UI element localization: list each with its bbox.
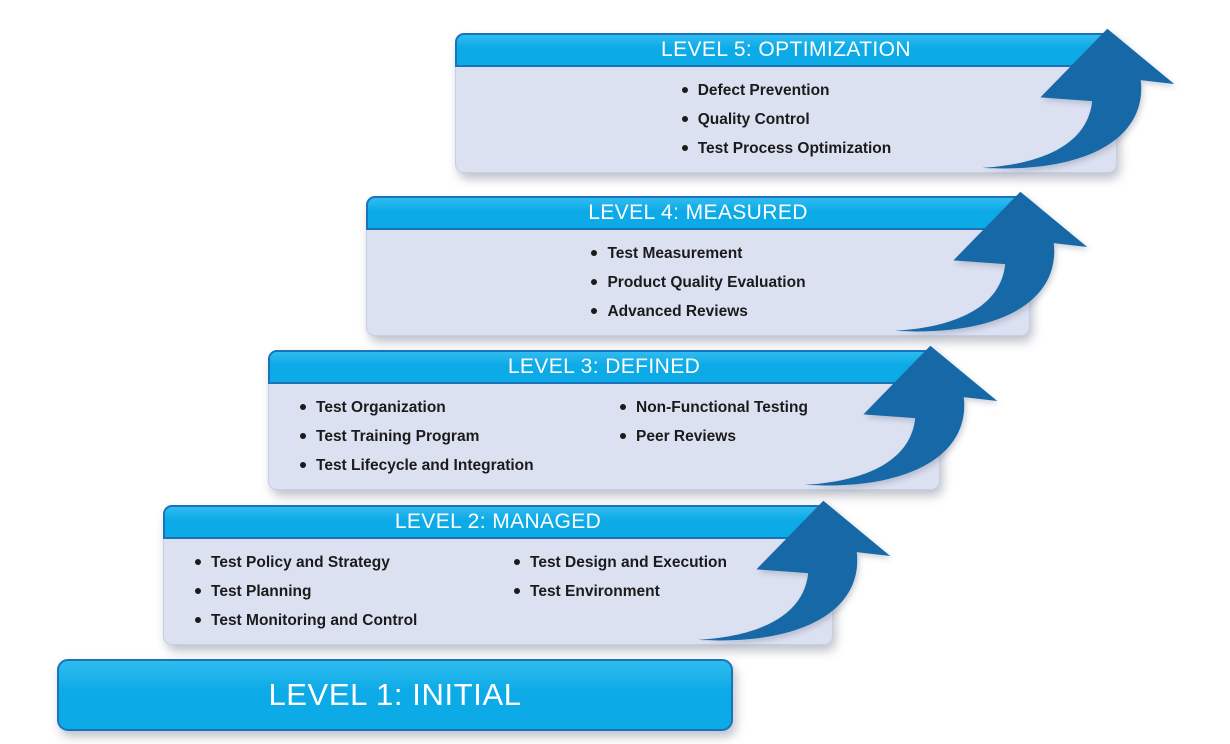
list-item: Test Monitoring and Control (194, 606, 513, 635)
level-3-bullet-list-col1: Test Organization Test Training Program … (299, 393, 619, 480)
curved-up-arrow-icon (698, 500, 891, 641)
list-item: Test Measurement (590, 239, 805, 268)
level-2-bullet-list-col2: Test Design and Execution Test Environme… (513, 548, 832, 635)
level-4-bullet-list: Test Measurement Product Quality Evaluat… (590, 239, 806, 326)
list-item: Test Planning (194, 577, 513, 606)
list-item: Test Organization (299, 393, 619, 422)
level-3-body: Test Organization Test Training Program … (268, 384, 940, 490)
list-item: Quality Control (681, 105, 892, 134)
level-5-bullet-list: Defect Prevention Quality Control Test P… (681, 76, 892, 163)
curved-up-arrow-icon (982, 28, 1175, 169)
level-2-header: LEVEL 2: MANAGED (163, 505, 833, 539)
level-1-title: LEVEL 1: INITIAL (268, 677, 522, 712)
list-item: Test Training Program (299, 422, 619, 451)
level-2: LEVEL 2: MANAGED Test Policy and Strateg… (163, 500, 891, 645)
curved-up-arrow-icon (895, 191, 1088, 332)
list-item: Advanced Reviews (590, 297, 805, 326)
list-item: Test Design and Execution (513, 548, 832, 577)
list-item: Non-Functional Testing (619, 393, 939, 422)
level-2-title: LEVEL 2: MANAGED (394, 510, 602, 533)
level-4: LEVEL 4: MEASURED Test Measurement Produ… (366, 191, 1088, 336)
list-item: Product Quality Evaluation (590, 268, 806, 297)
level-5: LEVEL 5: OPTIMIZATION Defect Prevention … (455, 28, 1175, 173)
list-item: Test Process Optimization (681, 134, 891, 163)
curved-up-arrow-icon (805, 345, 998, 486)
level-4-header: LEVEL 4: MEASURED (366, 196, 1030, 230)
level-4-title: LEVEL 4: MEASURED (588, 201, 808, 224)
level-1-bar: LEVEL 1: INITIAL (57, 659, 733, 731)
list-item: Test Policy and Strategy (194, 548, 513, 577)
level-4-panel: LEVEL 4: MEASURED Test Measurement Produ… (366, 196, 1030, 336)
level-5-panel: LEVEL 5: OPTIMIZATION Defect Prevention … (455, 33, 1117, 173)
level-2-body: Test Policy and Strategy Test Planning T… (163, 539, 833, 645)
level-5-header: LEVEL 5: OPTIMIZATION (455, 33, 1117, 67)
list-item: Peer Reviews (619, 422, 939, 451)
level-1: LEVEL 1: INITIAL (57, 659, 733, 731)
list-item: Test Lifecycle and Integration (299, 451, 619, 480)
level-3-panel: LEVEL 3: DEFINED Test Organization Test … (268, 350, 940, 490)
list-item: Test Environment (513, 577, 832, 606)
level-3: LEVEL 3: DEFINED Test Organization Test … (268, 345, 998, 490)
level-3-header: LEVEL 3: DEFINED (268, 350, 940, 384)
level-3-title: LEVEL 3: DEFINED (507, 355, 701, 378)
level-2-panel: LEVEL 2: MANAGED Test Policy and Strateg… (163, 505, 833, 645)
level-4-body: Test Measurement Product Quality Evaluat… (366, 230, 1030, 336)
list-item: Defect Prevention (681, 76, 892, 105)
level-3-bullet-list-col2: Non-Functional Testing Peer Reviews (619, 393, 939, 480)
level-2-bullet-list-col1: Test Policy and Strategy Test Planning T… (194, 548, 513, 635)
level-5-body: Defect Prevention Quality Control Test P… (455, 67, 1117, 173)
level-5-title: LEVEL 5: OPTIMIZATION (661, 38, 911, 61)
